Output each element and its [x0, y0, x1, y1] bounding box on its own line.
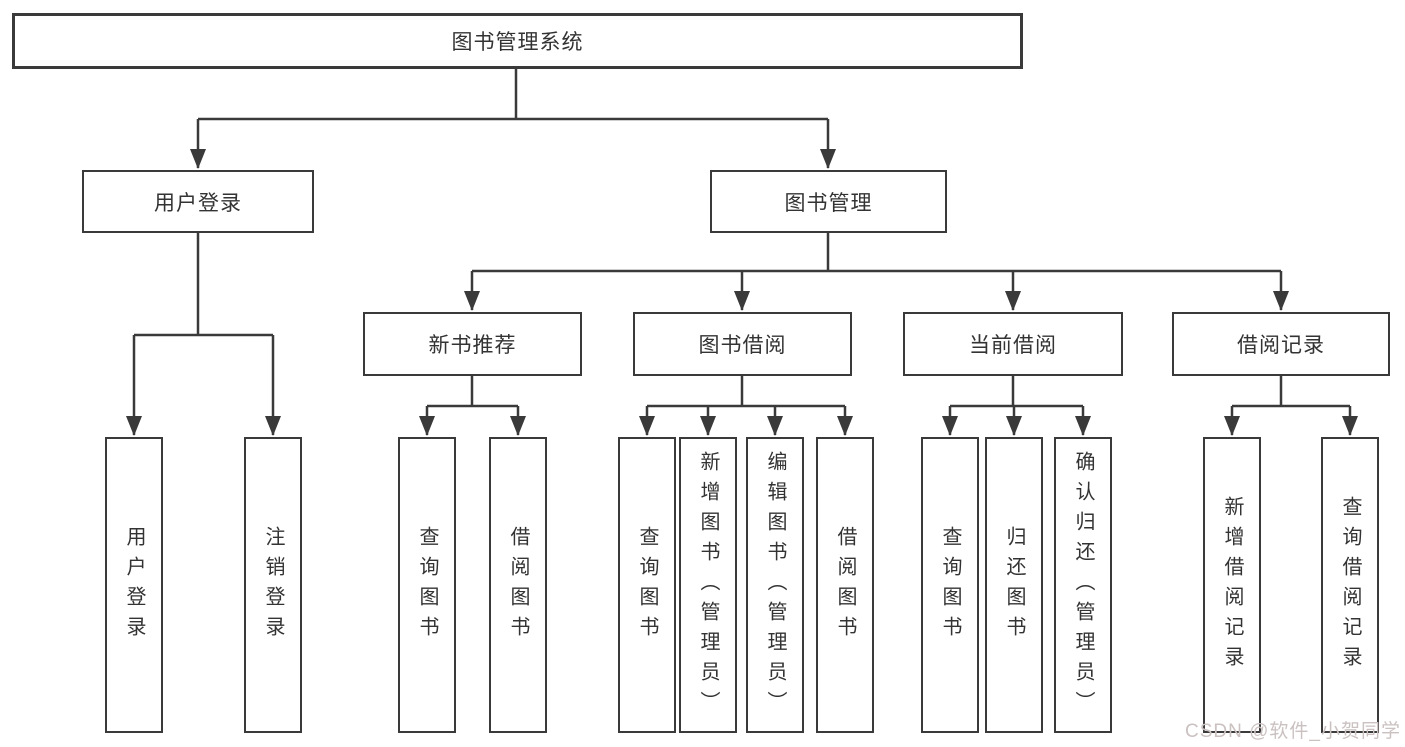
leaf-borrow-books-recommend: 借阅图书 — [489, 437, 547, 733]
node-book-management: 图书管理 — [710, 170, 947, 233]
leaf-add-borrow-record: 新增借阅记录 — [1203, 437, 1261, 733]
leaf-query-books-borrowing: 查询图书 — [618, 437, 676, 733]
node-current-borrowing: 当前借阅 — [903, 312, 1123, 376]
leaf-borrow-books-borrowing: 借阅图书 — [816, 437, 874, 733]
leaf-logout: 注销登录 — [244, 437, 302, 733]
root-node-library-system: 图书管理系统 — [12, 13, 1023, 69]
node-new-book-recommendation: 新书推荐 — [363, 312, 582, 376]
node-book-borrowing: 图书借阅 — [633, 312, 852, 376]
leaf-query-books-current: 查询图书 — [921, 437, 979, 733]
leaf-add-books-admin: 新增图书（管理员） — [679, 437, 737, 733]
leaf-confirm-return-admin: 确认归还（管理员） — [1054, 437, 1112, 733]
node-user-login: 用户登录 — [82, 170, 314, 233]
leaf-user-login: 用户登录 — [105, 437, 163, 733]
node-borrowing-records: 借阅记录 — [1172, 312, 1390, 376]
leaf-return-books: 归还图书 — [985, 437, 1043, 733]
leaf-edit-books-admin: 编辑图书（管理员） — [746, 437, 804, 733]
leaf-query-books-recommend: 查询图书 — [398, 437, 456, 733]
watermark: CSDN @软件_小贺同学 — [1185, 721, 1401, 742]
leaf-query-borrow-record: 查询借阅记录 — [1321, 437, 1379, 733]
